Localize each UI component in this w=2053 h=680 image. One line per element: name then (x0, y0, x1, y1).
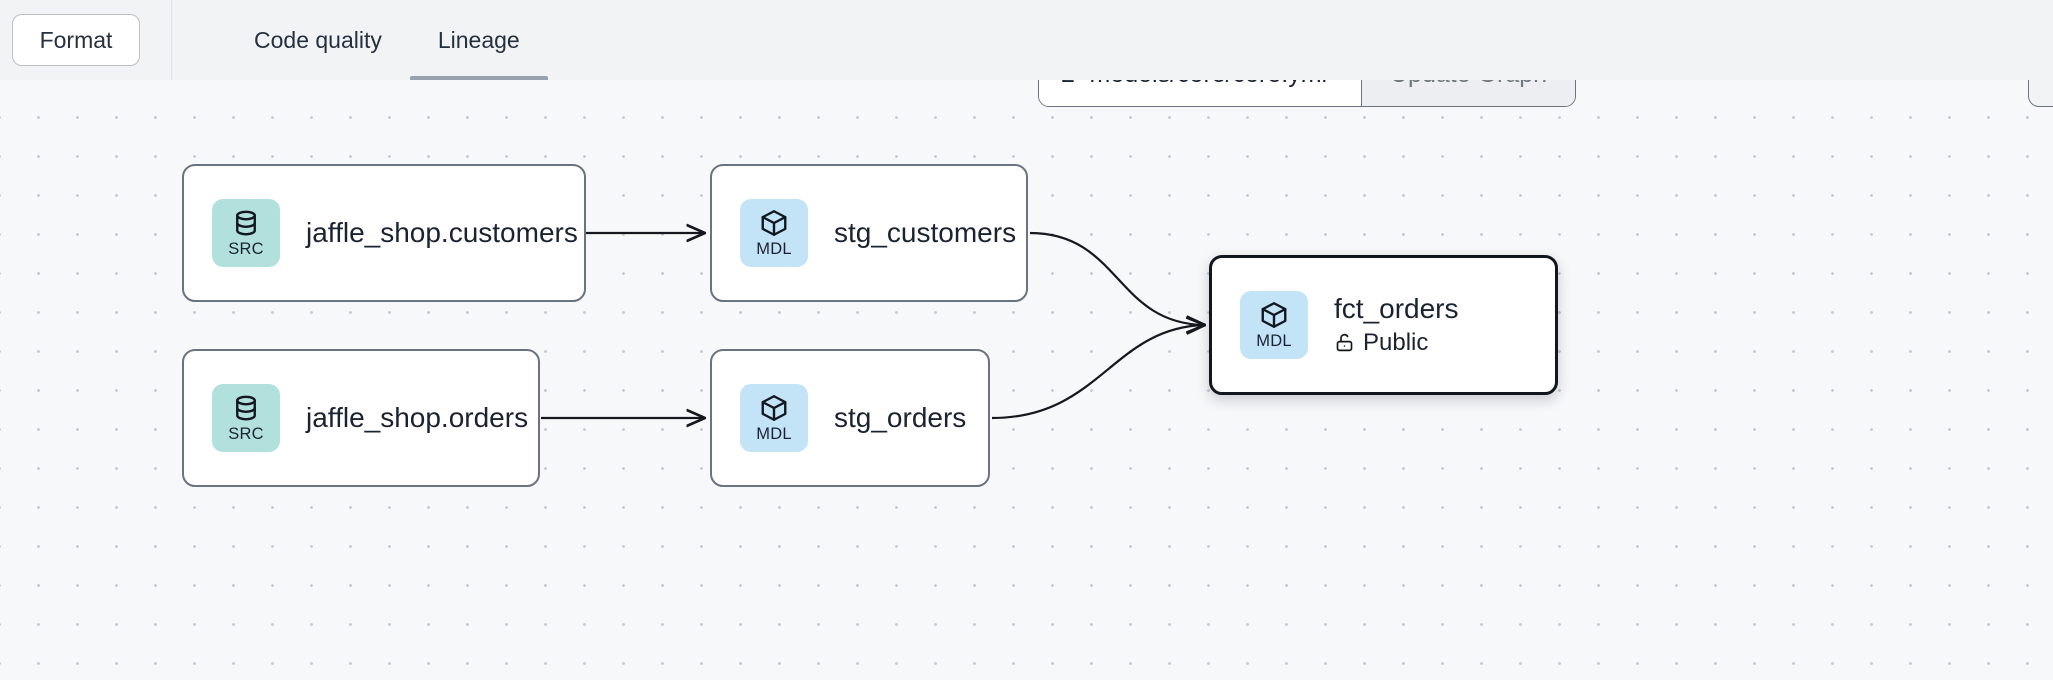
node-body: stg_orders (834, 402, 966, 434)
node-title: jaffle_shop.customers (306, 216, 578, 248)
tab-code-quality[interactable]: Code quality (226, 0, 410, 80)
lineage-edges (541, 80, 2053, 680)
mdl-badge: MDL (740, 199, 808, 267)
node-body: jaffle_shop.customers (306, 217, 578, 249)
tab-lineage[interactable]: Lineage (409, 0, 548, 80)
node-body: fct_orders Public (1334, 293, 1459, 356)
lineage-node-stg-customers[interactable]: MDL stg_customers (710, 164, 1028, 302)
mdl-badge-label: MDL (756, 240, 792, 259)
format-button[interactable]: Format (12, 14, 140, 66)
node-title: stg_orders (834, 401, 967, 433)
mdl-badge-label: MDL (1256, 332, 1292, 351)
cube-icon (761, 395, 787, 422)
header-left-section: Format (0, 0, 172, 80)
mdl-badge: MDL (1240, 291, 1308, 359)
lineage-node-jaffle-shop-customers[interactable]: SRC jaffle_shop.customers (182, 164, 586, 302)
tab-lineage-label: Lineage (437, 26, 520, 53)
lineage-node-stg-orders[interactable]: MDL stg_orders (710, 349, 990, 487)
src-badge: SRC (212, 384, 280, 452)
node-access-label: Public (1363, 328, 1429, 356)
cube-icon (761, 210, 787, 237)
tab-code-quality-label: Code quality (254, 26, 382, 53)
node-title: jaffle_shop.orders (306, 401, 529, 433)
node-title: fct_orders (1334, 293, 1459, 325)
lineage-node-jaffle-shop-orders[interactable]: SRC jaffle_shop.orders (182, 349, 540, 487)
lineage-canvas[interactable]: SRC jaffle_shop.customers MDL stg_custom… (0, 80, 2053, 680)
edge-stgorders-to-fct (991, 325, 1204, 420)
editor-header: Format Code quality Lineage (0, 0, 2053, 80)
node-body: jaffle_shop.orders (306, 402, 528, 434)
src-badge-label: SRC (228, 240, 264, 259)
unlock-icon (1336, 333, 1353, 352)
edge-stgcustomers-to-fct (1029, 231, 1204, 325)
src-badge: SRC (212, 199, 280, 267)
database-icon (236, 395, 256, 421)
mdl-badge-label: MDL (756, 425, 792, 444)
node-title: stg_customers (834, 216, 1017, 248)
src-badge-label: SRC (228, 425, 264, 444)
mdl-badge: MDL (740, 384, 808, 452)
cube-icon (1261, 302, 1287, 329)
node-body: stg_customers (834, 217, 1016, 249)
tab-bar: Code quality Lineage (172, 0, 548, 80)
node-access-row: Public (1334, 329, 1459, 357)
database-icon (236, 210, 256, 236)
lineage-node-fct-orders[interactable]: MDL fct_orders Public (1209, 255, 1558, 395)
